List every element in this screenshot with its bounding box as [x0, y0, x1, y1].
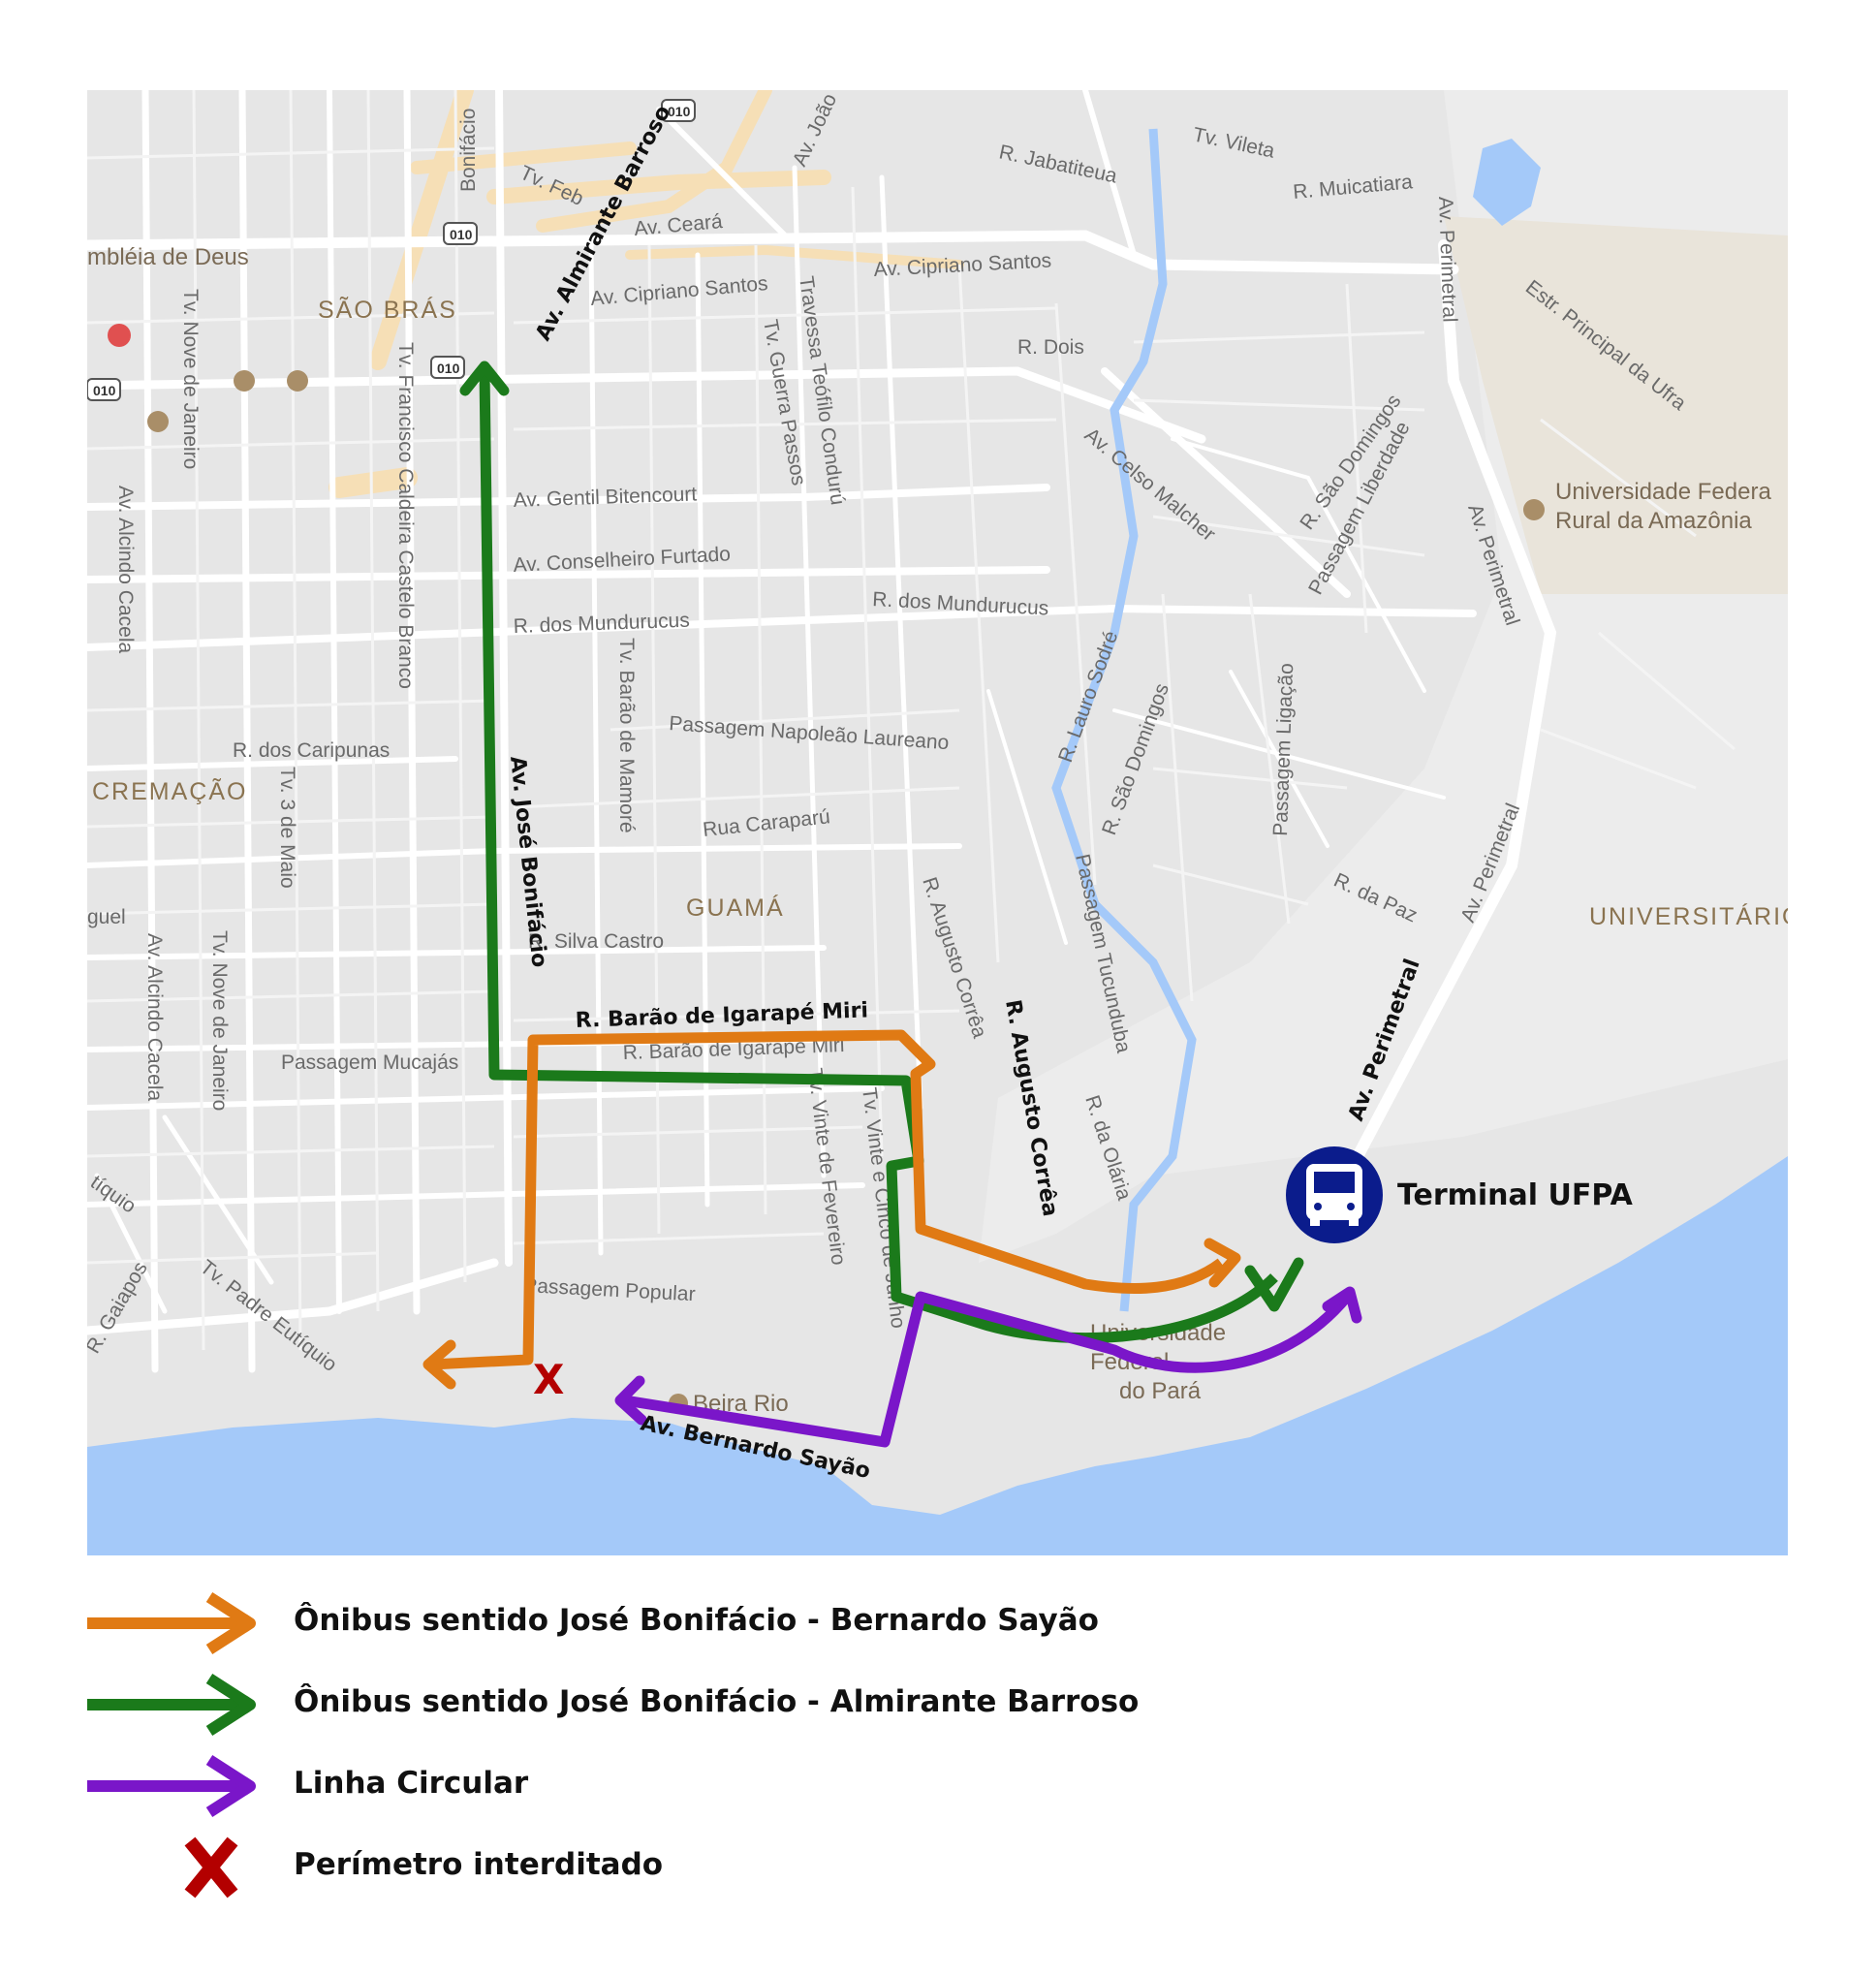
school-icon — [147, 411, 169, 432]
svg-text:guel: guel — [87, 906, 126, 928]
purple-arrowhead-left — [614, 1375, 647, 1426]
green-arrowhead-top — [459, 361, 510, 396]
orange-route — [430, 1029, 1225, 1370]
terminal-label: Terminal UFPA — [1397, 1178, 1634, 1212]
closure-x-icon: X — [533, 1356, 564, 1403]
purple-route — [624, 1291, 1352, 1448]
ufra-area — [1444, 216, 1788, 594]
river — [87, 1156, 1788, 1555]
district-universitario: UNIVERSITÁRIO — [1589, 902, 1788, 930]
hospital-icon — [108, 324, 131, 347]
legend: Ônibus sentido José Bonifácio - Bernardo… — [0, 1589, 1876, 1958]
road-network — [87, 90, 1557, 1373]
svg-text:010: 010 — [93, 383, 116, 398]
svg-text:Tv. Nove de Janeiro: Tv. Nove de Janeiro — [179, 289, 202, 469]
landmark-icon — [234, 370, 255, 392]
orange-arrow-icon — [87, 1591, 256, 1655]
legend-label-orange: Ônibus sentido José Bonifácio - Bernardo… — [294, 1603, 1099, 1638]
red-x-icon — [184, 1836, 238, 1899]
orange-arrowhead-left — [422, 1339, 456, 1390]
highway-shield-3: 010 — [430, 356, 465, 379]
svg-text:010: 010 — [450, 227, 473, 242]
district-guama: GUAMÁ — [686, 894, 785, 922]
highway-shield-2: 010 — [443, 222, 478, 245]
legend-row-closure: Perímetro interditado — [85, 1834, 1248, 1901]
svg-text:010: 010 — [437, 361, 460, 376]
map-canvas: SÃO BRÁS CREMAÇÃO GUAMÁ UNIVERSITÁRIO Av… — [87, 90, 1788, 1555]
svg-text:R. dos Caripunas: R. dos Caripunas — [233, 739, 390, 762]
orange-arrowhead-right — [1204, 1238, 1241, 1288]
legend-label-closure: Perímetro interditado — [294, 1847, 664, 1882]
green-arrow-icon — [87, 1673, 256, 1737]
terminal-bus-icon — [1286, 1146, 1383, 1243]
legend-row-orange: Ônibus sentido José Bonifácio - Bernardo… — [85, 1589, 1248, 1657]
svg-text:Av. Alcindo Cacela: Av. Alcindo Cacela — [114, 486, 137, 653]
svg-text:Bonifácio: Bonifácio — [457, 109, 480, 192]
district-cremacao: CREMAÇÃO — [92, 777, 247, 805]
svg-text:Tv. Nove de Janeiro: Tv. Nove de Janeiro — [208, 930, 231, 1111]
svg-text:Av. Perimetral: Av. Perimetral — [1434, 196, 1461, 323]
poi-ufra-line2: Rural da Amazônia — [1555, 508, 1752, 534]
university-icon — [1523, 499, 1545, 520]
highway-shield: 010 — [661, 99, 696, 122]
poi-ufpa-line3: do Pará — [1119, 1378, 1202, 1404]
svg-text:Av. Alcindo Cacela: Av. Alcindo Cacela — [143, 933, 166, 1101]
green-arrowhead-bottom — [1244, 1257, 1304, 1312]
highway-shield-4: 010 — [87, 378, 121, 401]
svg-text:Passagem Mucajás: Passagem Mucajás — [281, 1051, 458, 1074]
svg-text:R. Dois: R. Dois — [1017, 336, 1084, 359]
poi-ufra-line1: Universidade Federa — [1555, 479, 1771, 505]
svg-text:Tv. Francisco Caldeira Castelo: Tv. Francisco Caldeira Castelo Branco — [394, 342, 417, 689]
purple-arrowhead-right — [1322, 1286, 1362, 1324]
legend-label-green: Ônibus sentido José Bonifácio - Almirant… — [294, 1684, 1140, 1719]
minor-roads — [87, 90, 1735, 1351]
legend-row-green: Ônibus sentido José Bonifácio - Almirant… — [85, 1671, 1248, 1739]
landmark-icon-2 — [287, 370, 308, 392]
lake — [1473, 139, 1541, 226]
svg-text:Tv. Barão de Mamoré: Tv. Barão de Mamoré — [615, 638, 638, 833]
poi-assembleia: mbléia de Deus — [87, 244, 249, 270]
svg-text:Tv. 3 de Maio: Tv. 3 de Maio — [276, 767, 298, 889]
district-sao-bras: SÃO BRÁS — [318, 296, 457, 324]
canal — [1051, 128, 1197, 1312]
svg-text:R. Silva Castro: R. Silva Castro — [528, 930, 664, 953]
legend-label-purple: Linha Circular — [294, 1766, 529, 1801]
map-frame: SÃO BRÁS CREMAÇÃO GUAMÁ UNIVERSITÁRIO Av… — [87, 90, 1788, 1555]
legend-row-purple: Linha Circular — [85, 1752, 1248, 1820]
purple-arrow-icon — [87, 1754, 256, 1818]
svg-text:010: 010 — [668, 104, 691, 119]
